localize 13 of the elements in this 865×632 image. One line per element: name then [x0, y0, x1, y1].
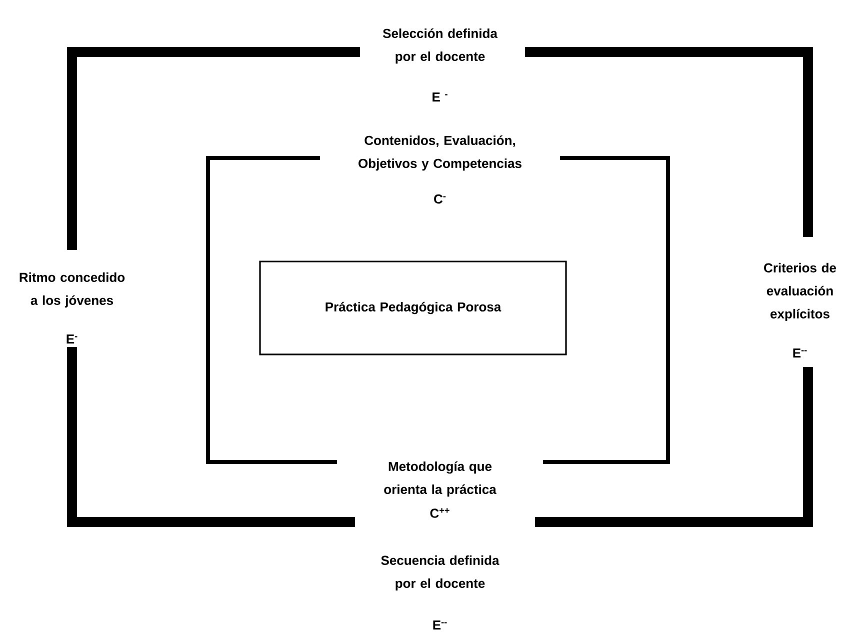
label-text: Contenidos, Evaluación, Objetivos y Competencias: [358, 135, 522, 171]
label-text: E$^{--}$: [793, 348, 807, 358]
label-text: C$^{++}$: [430, 508, 450, 518]
label-text: Secuencia definida por el docente: [381, 555, 500, 591]
center-box: Práctica Pedagógica Porosa: [259, 260, 567, 356]
label-text: E $^{-}$: [432, 92, 448, 102]
label-text: Metodología que orienta la práctica: [384, 461, 496, 497]
label-text: Selección definida por el docente: [382, 28, 498, 64]
label-text: Ritmo concedido a los jóvenes: [20, 272, 125, 308]
label-text: C$^{-}$: [434, 194, 446, 204]
label-text: Criterios de evaluación explícitos: [764, 262, 836, 322]
label-text: E$^{-}$: [66, 334, 78, 344]
label-text: E$^{--}$: [433, 620, 447, 630]
